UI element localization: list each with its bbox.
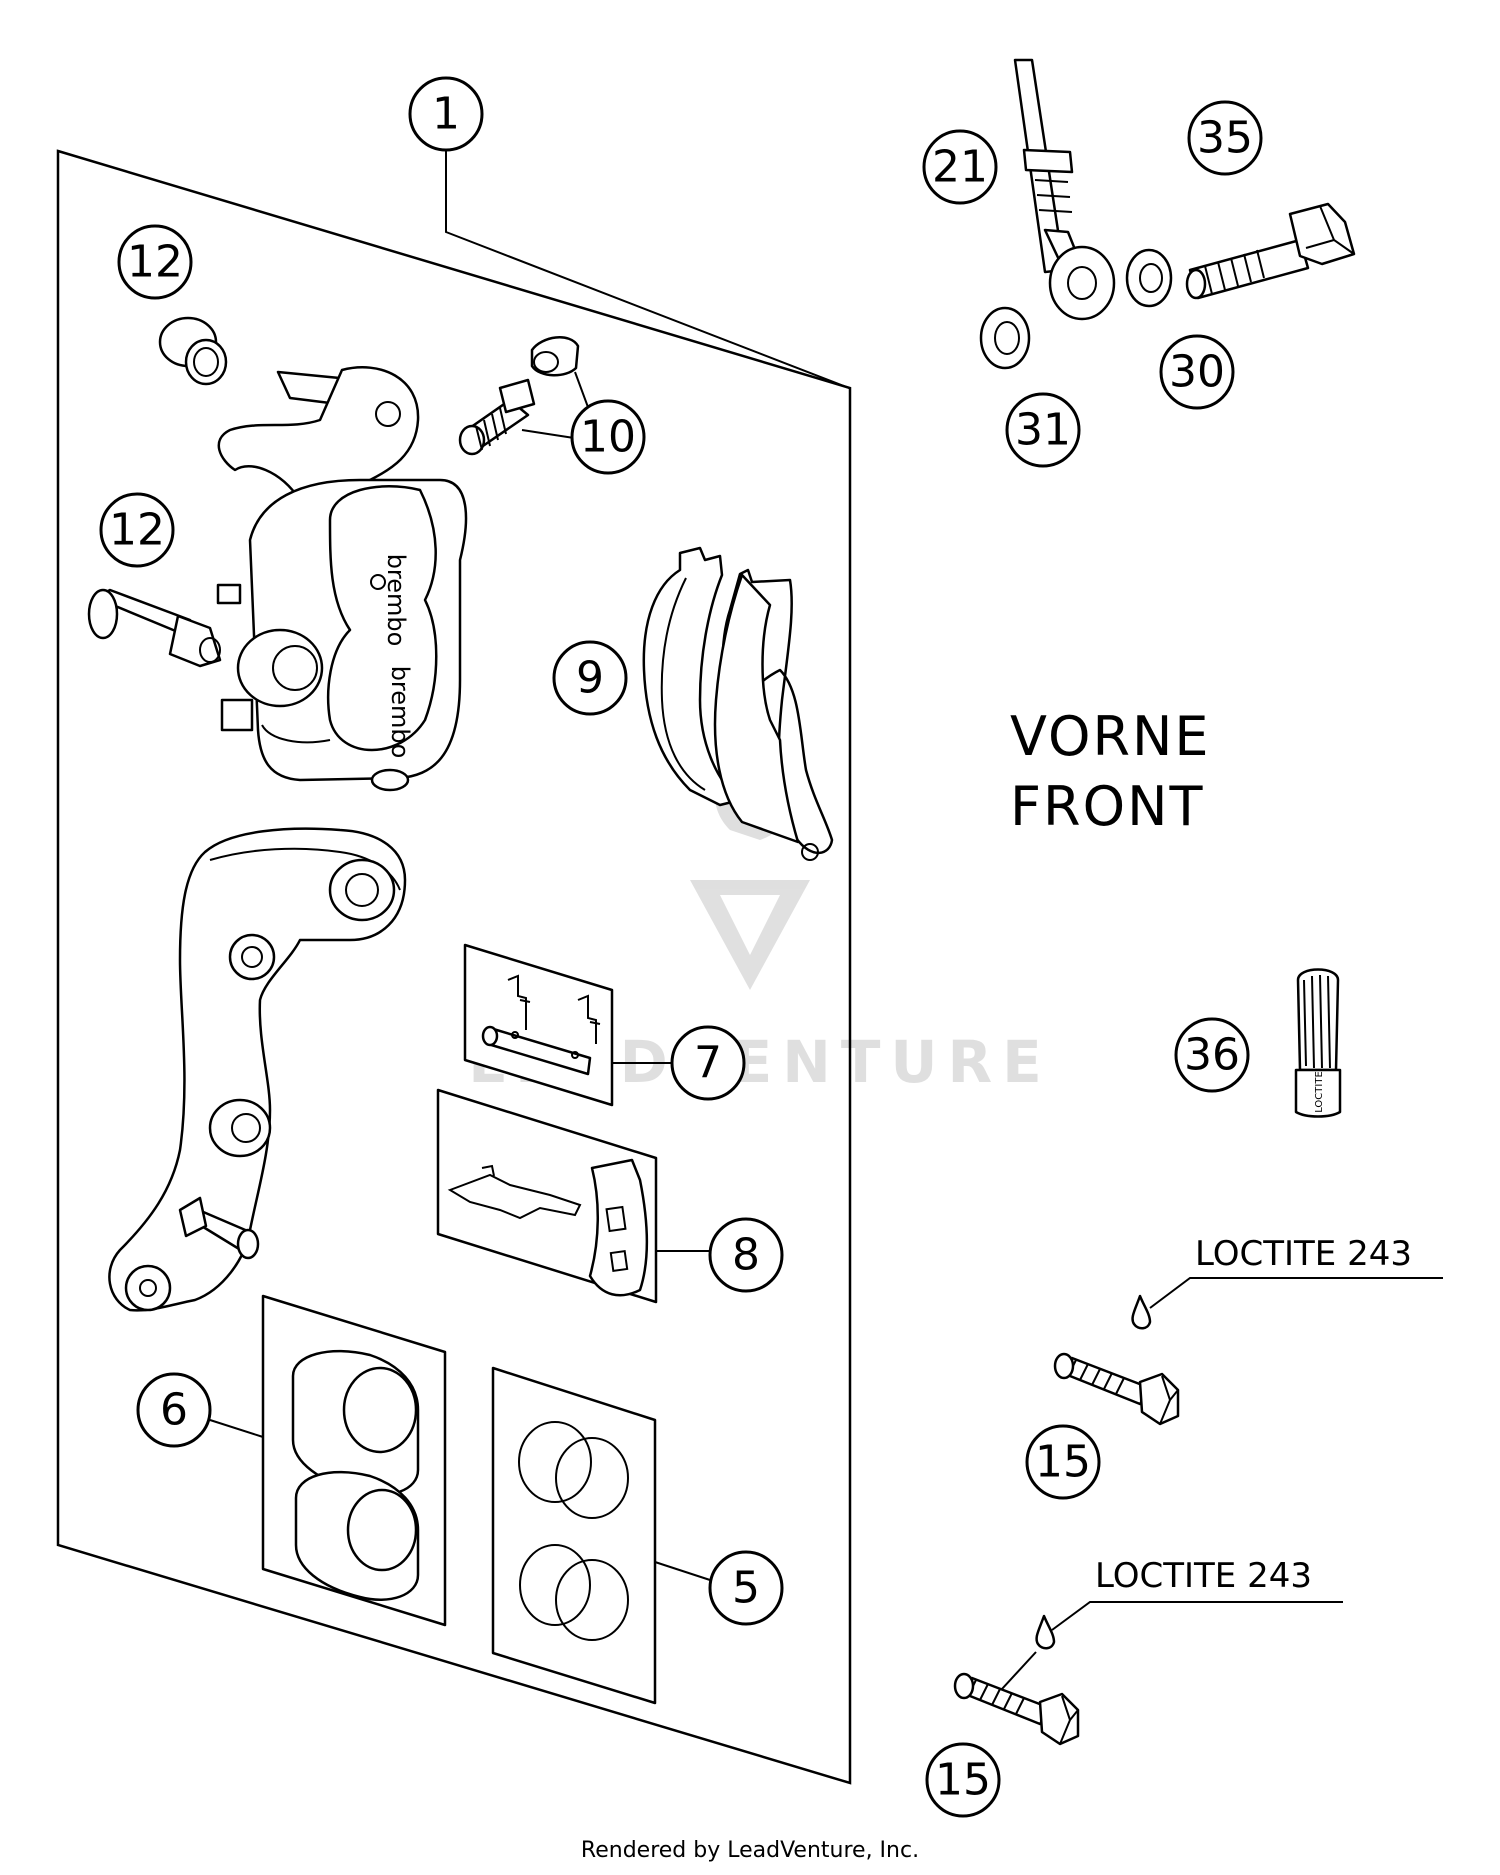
bolt-15-lower[interactable]: [953, 1672, 1080, 1746]
loctite-drop-upper: [1131, 1294, 1152, 1330]
callout-12-top-number: 12: [127, 237, 183, 288]
bushing-12-top[interactable]: [158, 316, 228, 386]
callout-6[interactable]: 6: [136, 1372, 212, 1448]
callout-15-upper[interactable]: 15: [1025, 1424, 1101, 1500]
callout-35-number: 35: [1197, 113, 1253, 164]
callout-10-number: 10: [580, 412, 636, 463]
brembo-logo-top: brembo: [382, 554, 410, 647]
callout-21-number: 21: [932, 142, 988, 193]
label-vorne: VORNE: [1010, 705, 1211, 768]
washer-31[interactable]: [979, 306, 1031, 370]
leader-1: [445, 146, 850, 389]
callout-1[interactable]: 1: [408, 76, 484, 152]
callout-21[interactable]: 21: [922, 129, 998, 205]
loctite-leader-lower: [1051, 1601, 1343, 1631]
kit-panel-outline: [56, 149, 852, 1785]
loctite-leader-upper: [1149, 1277, 1443, 1309]
caliper-bracket[interactable]: [108, 827, 407, 1312]
callout-7[interactable]: 7: [670, 1025, 746, 1101]
callout-31-number: 31: [1015, 405, 1071, 456]
callout-15-upper-number: 15: [1035, 1437, 1091, 1488]
callout-15-lower-number: 15: [935, 1755, 991, 1806]
bleeder-valve-10[interactable]: [458, 378, 536, 456]
callout-9[interactable]: 9: [552, 640, 628, 716]
footer-credit: Rendered by LeadVenture, Inc.: [580, 1838, 920, 1863]
loctite-drop-lower: [1035, 1614, 1056, 1650]
loctite-label-upper: LOCTITE 243: [1195, 1234, 1412, 1274]
brake-caliper[interactable]: brembo brembo: [216, 366, 468, 792]
callout-1-number: 1: [432, 89, 460, 140]
label-front: FRONT: [1010, 775, 1204, 838]
pin-kit-7[interactable]: [463, 943, 614, 1107]
washer-30[interactable]: [1125, 248, 1173, 308]
brembo-logo-bottom: brembo: [386, 666, 414, 759]
leader-6: [209, 1419, 264, 1438]
loctite-tube-36[interactable]: LOCTITE: [1294, 968, 1342, 1118]
leader-5: [654, 1561, 711, 1581]
loctite-label-lower: LOCTITE 243: [1095, 1556, 1312, 1596]
bleeder-cap-10[interactable]: [530, 336, 580, 377]
banjo-bolt-35[interactable]: [1185, 202, 1356, 300]
callout-5-number: 5: [732, 1563, 760, 1614]
callout-31[interactable]: 31: [1005, 392, 1081, 468]
callout-30[interactable]: 30: [1159, 334, 1235, 410]
callout-6-number: 6: [160, 1385, 188, 1436]
callout-5[interactable]: 5: [708, 1550, 784, 1626]
callout-36[interactable]: 36: [1174, 1017, 1250, 1093]
callout-10[interactable]: 10: [570, 399, 646, 475]
callout-36-number: 36: [1184, 1030, 1240, 1081]
callout-12-side-number: 12: [109, 505, 165, 556]
loctite-tube-text: LOCTITE: [1314, 1071, 1325, 1113]
brake-pads-9[interactable]: [642, 546, 834, 861]
pistons-6[interactable]: [261, 1294, 447, 1627]
callout-7-number: 7: [694, 1038, 722, 1089]
callout-30-number: 30: [1169, 347, 1225, 398]
bolt-12-side[interactable]: [87, 588, 222, 668]
callout-9-number: 9: [576, 653, 604, 704]
callout-35[interactable]: 35: [1187, 100, 1263, 176]
bolt-15-upper[interactable]: [1053, 1352, 1180, 1426]
callout-15-lower[interactable]: 15: [925, 1742, 1001, 1818]
callout-8[interactable]: 8: [708, 1217, 784, 1293]
piston-seals-5[interactable]: [491, 1366, 657, 1705]
callout-12-top[interactable]: 12: [117, 224, 193, 300]
pad-spring-kit-8[interactable]: [436, 1088, 658, 1304]
callout-8-number: 8: [732, 1230, 760, 1281]
brake-hose-21[interactable]: [1013, 58, 1116, 321]
callout-12-side[interactable]: 12: [99, 492, 175, 568]
